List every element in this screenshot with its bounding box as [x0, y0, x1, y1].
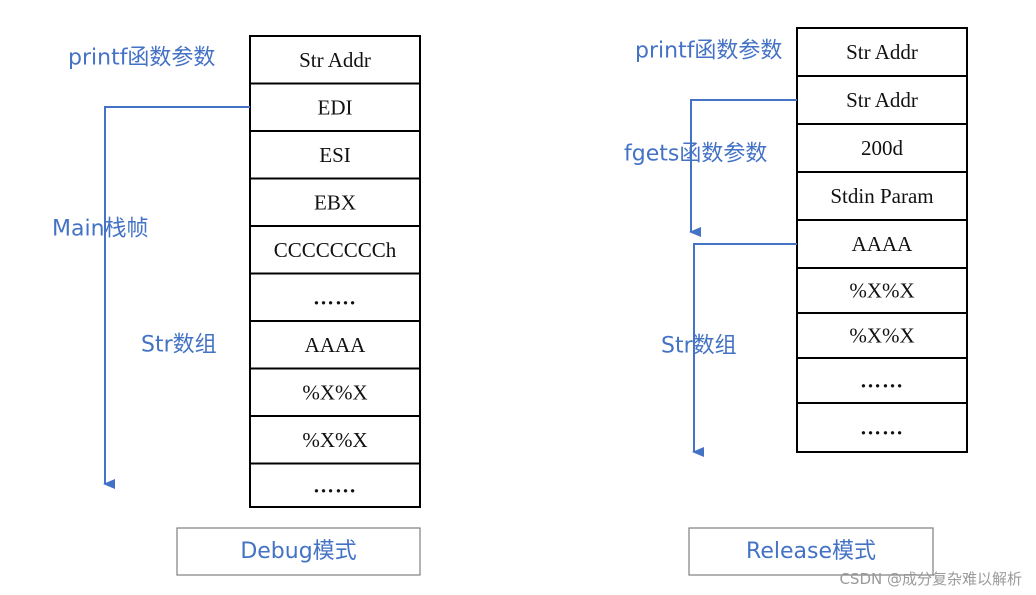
debug-stack: Str Addr EDI ESI EBX CCCCCCCCh …… AAAA [249, 35, 421, 508]
debug-cell-text: %X%X [302, 428, 367, 452]
release-cell: %X%X [796, 312, 968, 359]
debug-cell: %X%X [249, 415, 421, 465]
release-cell-text: 200d [861, 136, 904, 160]
release-str-arrow [692, 243, 797, 457]
debug-cell: EBX [249, 177, 421, 227]
release-printf-label: printf函数参数 [635, 39, 782, 64]
debug-cell-text: …… [313, 285, 357, 309]
release-cell: %X%X [796, 267, 968, 314]
release-cell-text: %X%X [849, 324, 914, 348]
debug-cell: Str Addr [249, 35, 421, 85]
release-cell: 200d [796, 123, 968, 173]
debug-cell: …… [249, 272, 421, 322]
release-cell: AAAA [796, 219, 968, 269]
debug-main-frame-arrow [103, 106, 250, 489]
debug-cell-text: EDI [318, 95, 353, 119]
debug-cell-text: ESI [319, 143, 351, 167]
release-caption-text: Release模式 [746, 539, 876, 564]
debug-cell: CCCCCCCCh [249, 225, 421, 275]
debug-caption: Debug模式 [176, 527, 421, 576]
debug-cell-text: %X%X [302, 380, 367, 404]
debug-str-label: Str数组 [141, 333, 217, 358]
release-fgets-arrow [689, 99, 797, 237]
release-stack: Str Addr Str Addr 200d Stdin Param AAAA … [796, 27, 968, 453]
release-cell-text: Str Addr [846, 40, 918, 64]
release-cell: Str Addr [796, 75, 968, 125]
release-cell: Stdin Param [796, 171, 968, 221]
debug-cell: EDI [249, 82, 421, 132]
release-cell-text: %X%X [849, 279, 914, 303]
release-caption: Release模式 [688, 527, 934, 576]
release-cell-text: Str Addr [846, 88, 918, 112]
watermark: CSDN @成分复杂难以解析 [839, 570, 1022, 588]
debug-cell: …… [249, 462, 421, 508]
release-cell-text: …… [860, 416, 904, 440]
debug-cell: AAAA [249, 320, 421, 370]
release-cell: …… [796, 402, 968, 453]
debug-printf-label: printf函数参数 [68, 46, 215, 71]
debug-caption-text: Debug模式 [240, 539, 356, 564]
release-cell: …… [796, 357, 968, 404]
release-cell-text: AAAA [852, 232, 913, 256]
release-fgets-label: fgets函数参数 [624, 142, 767, 167]
release-cell-text: …… [860, 369, 904, 393]
release-cell-text: Stdin Param [830, 184, 933, 208]
debug-main-frame-label: Main栈帧 [52, 217, 149, 242]
release-str-label: Str数组 [661, 334, 737, 359]
release-cell: Str Addr [796, 27, 968, 77]
debug-cell-text: EBX [314, 190, 356, 214]
debug-cell: %X%X [249, 367, 421, 417]
debug-cell: ESI [249, 130, 421, 180]
debug-cell-text: AAAA [305, 333, 366, 357]
debug-cell-text: …… [313, 473, 357, 497]
debug-cell-text: CCCCCCCCh [274, 238, 397, 262]
debug-cell-text: Str Addr [299, 48, 371, 72]
